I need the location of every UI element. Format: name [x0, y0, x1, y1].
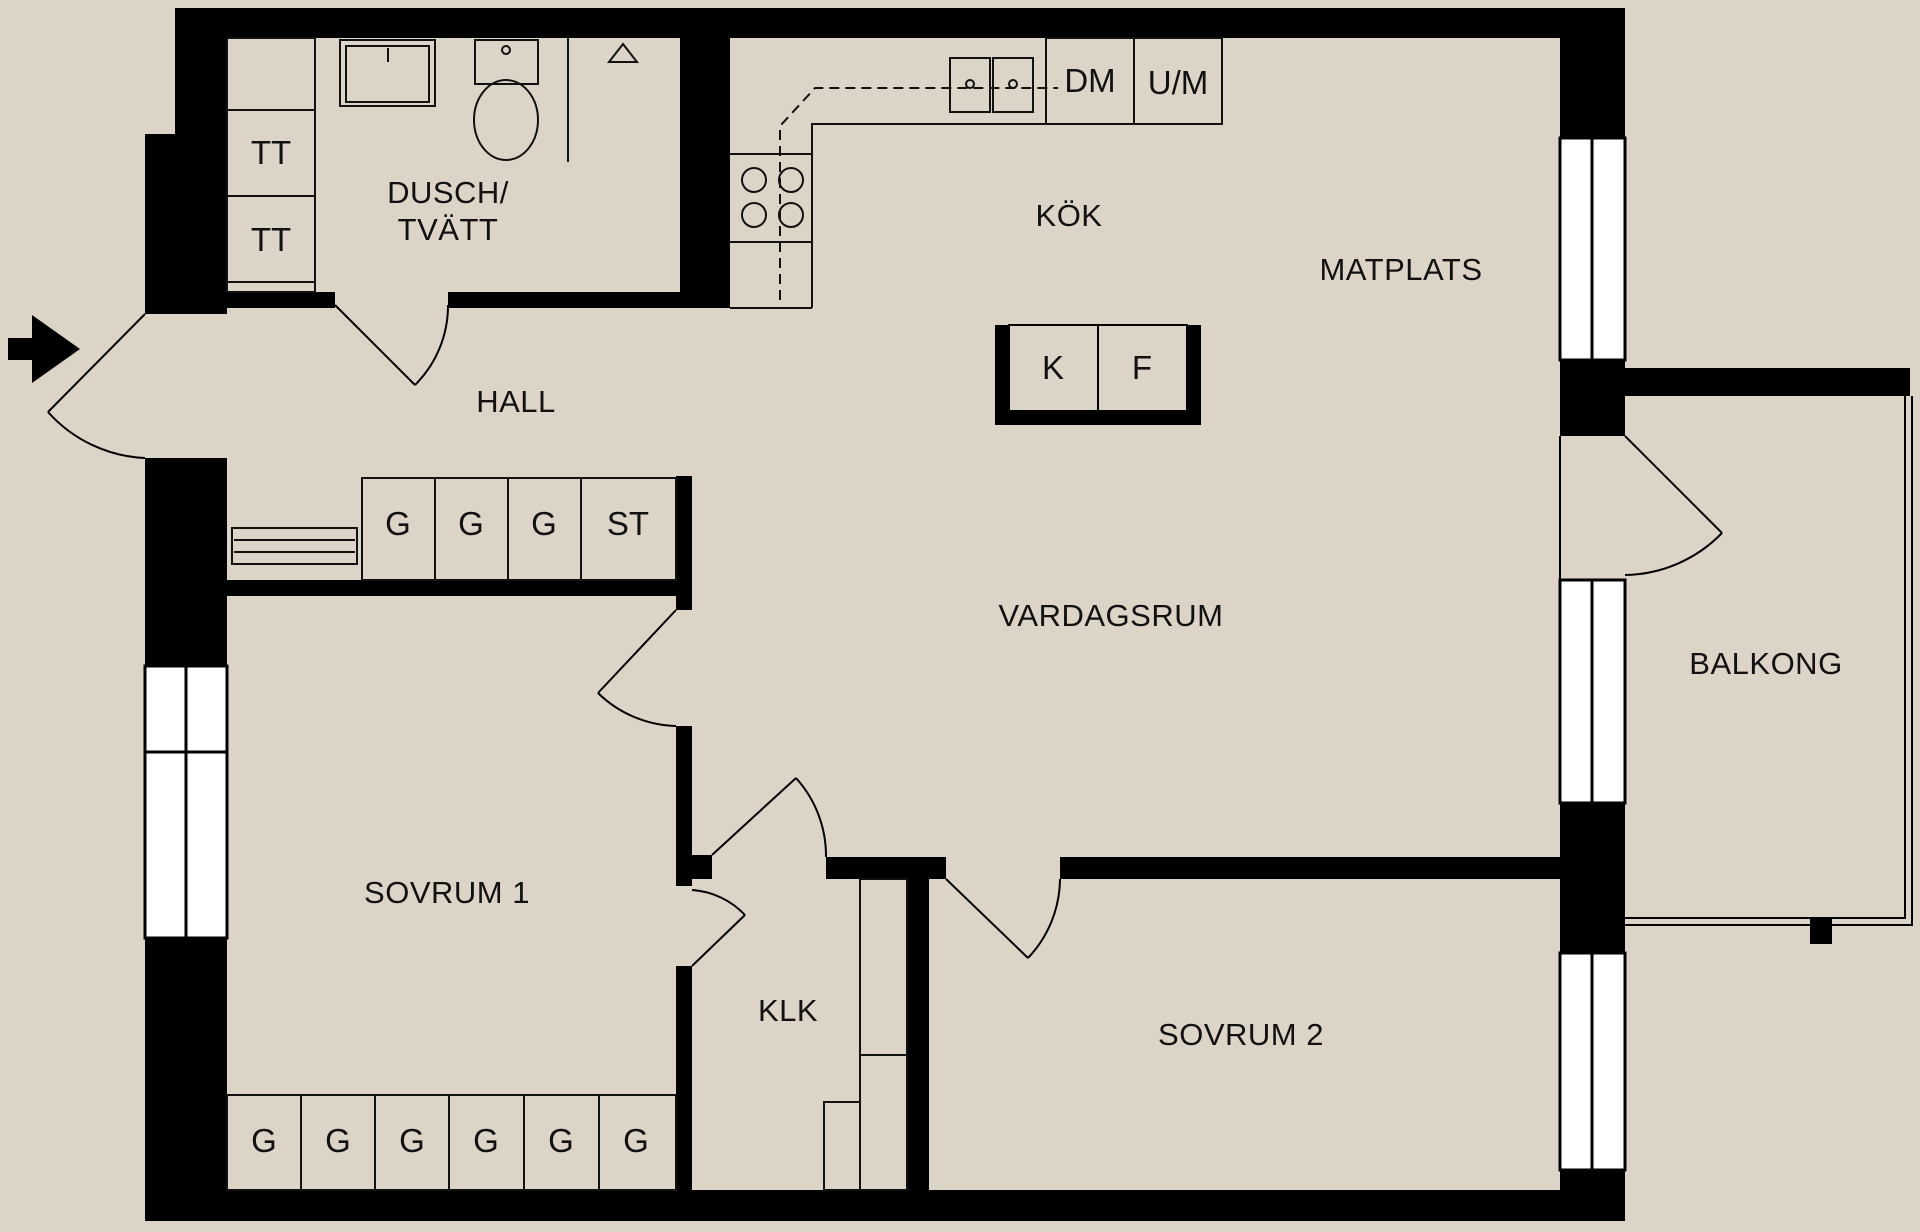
wall-left-lower-b	[145, 938, 227, 1221]
balcony-beam	[1560, 368, 1910, 396]
wall-top	[175, 8, 1625, 38]
label-hall-storage-1: G	[385, 505, 411, 542]
label-bed-storage-3: G	[399, 1122, 425, 1159]
label-tt-1: TT	[251, 134, 291, 171]
fixture-labels: TT TT DM U/M K F G G G ST G G G G G G	[251, 62, 1208, 1159]
doors	[47, 304, 1723, 967]
klk-shelves	[823, 878, 908, 1191]
washbasin-icon	[339, 39, 436, 107]
balcony-outline	[1559, 396, 1913, 926]
label-sovrum1: SOVRUM 1	[364, 875, 530, 910]
um-box	[1133, 37, 1223, 125]
shower-drain-icon	[606, 42, 640, 63]
hall-storage	[231, 477, 677, 581]
label-bed-storage-1: G	[251, 1122, 277, 1159]
stove-icon	[730, 167, 812, 243]
wall-right-a	[1560, 8, 1625, 138]
label-um: U/M	[1148, 64, 1209, 101]
label-kok: KÖK	[1036, 198, 1103, 233]
room-labels: DUSCH/ TVÄTT KÖK MATPLATS HALL VARDAGSRU…	[364, 175, 1842, 1052]
label-hall-storage-3: G	[531, 505, 557, 542]
windows	[143, 136, 1627, 1172]
upper-cabinet-line	[779, 87, 1058, 300]
label-balkong: BALKONG	[1689, 646, 1842, 681]
label-bed-storage-6: G	[623, 1122, 649, 1159]
klk-door-upper[interactable]	[711, 777, 828, 858]
balcony-post	[1810, 918, 1832, 944]
bathroom-door[interactable]	[334, 304, 450, 386]
sovrum1-storage	[226, 1094, 677, 1191]
label-dusch-1: DUSCH/	[387, 175, 509, 210]
wall-sovrum1-right-a	[676, 726, 692, 886]
klk-door-lower[interactable]	[691, 889, 746, 967]
sovrum2-door[interactable]	[945, 878, 1061, 959]
label-bed-storage-4: G	[473, 1122, 499, 1159]
label-klk: KLK	[758, 993, 818, 1028]
label-bed-storage-2: G	[325, 1122, 351, 1159]
tt-cabinet-top	[226, 37, 316, 111]
label-k: K	[1042, 349, 1064, 386]
label-tt-2: TT	[251, 221, 291, 258]
label-dusch-2: TVÄTT	[398, 212, 499, 247]
wall-klk-right	[907, 857, 929, 1190]
wall-sovrum2-top	[1060, 857, 1560, 879]
fridge-freezer	[995, 324, 1201, 425]
shoe-rack-icon	[231, 527, 358, 565]
wall-left-lower-a	[145, 458, 227, 666]
wall-bath-right	[680, 8, 730, 308]
label-hall: HALL	[476, 384, 556, 419]
wall-left-upper	[175, 8, 227, 136]
toilet-icon	[473, 39, 539, 161]
wall-sovrum1-right-b	[676, 966, 692, 1190]
wall-storage-end	[676, 476, 692, 610]
label-hall-storage-4: ST	[607, 505, 649, 542]
wall-klk-stub	[676, 855, 712, 879]
entrance-door[interactable]	[47, 313, 146, 459]
wall-left-jog	[145, 134, 227, 314]
label-f: F	[1132, 349, 1152, 386]
entrance-arrow-icon	[8, 315, 80, 383]
wall-sovrum1-top	[227, 580, 683, 596]
wall-right-d	[1560, 1170, 1625, 1221]
label-matplats: MATPLATS	[1319, 252, 1482, 287]
wall-right-c	[1560, 803, 1625, 953]
balcony-door[interactable]	[1624, 435, 1723, 576]
sink-icon	[949, 57, 1034, 113]
wall-bath-bottom-right	[448, 292, 730, 308]
label-dm: DM	[1064, 62, 1115, 99]
label-sovrum2: SOVRUM 2	[1158, 1017, 1324, 1052]
bathroom-fixtures	[226, 37, 640, 293]
walls	[145, 8, 1910, 1221]
wall-bath-bottom-left	[227, 292, 335, 308]
label-bed-storage-5: G	[548, 1122, 574, 1159]
label-hall-storage-2: G	[458, 505, 484, 542]
tt-cabinet-base	[226, 281, 316, 293]
wall-bottom	[145, 1190, 1625, 1221]
sovrum1-door[interactable]	[597, 609, 677, 727]
label-vardagsrum: VARDAGSRUM	[999, 598, 1224, 633]
kitchen-fixtures	[730, 37, 1223, 309]
